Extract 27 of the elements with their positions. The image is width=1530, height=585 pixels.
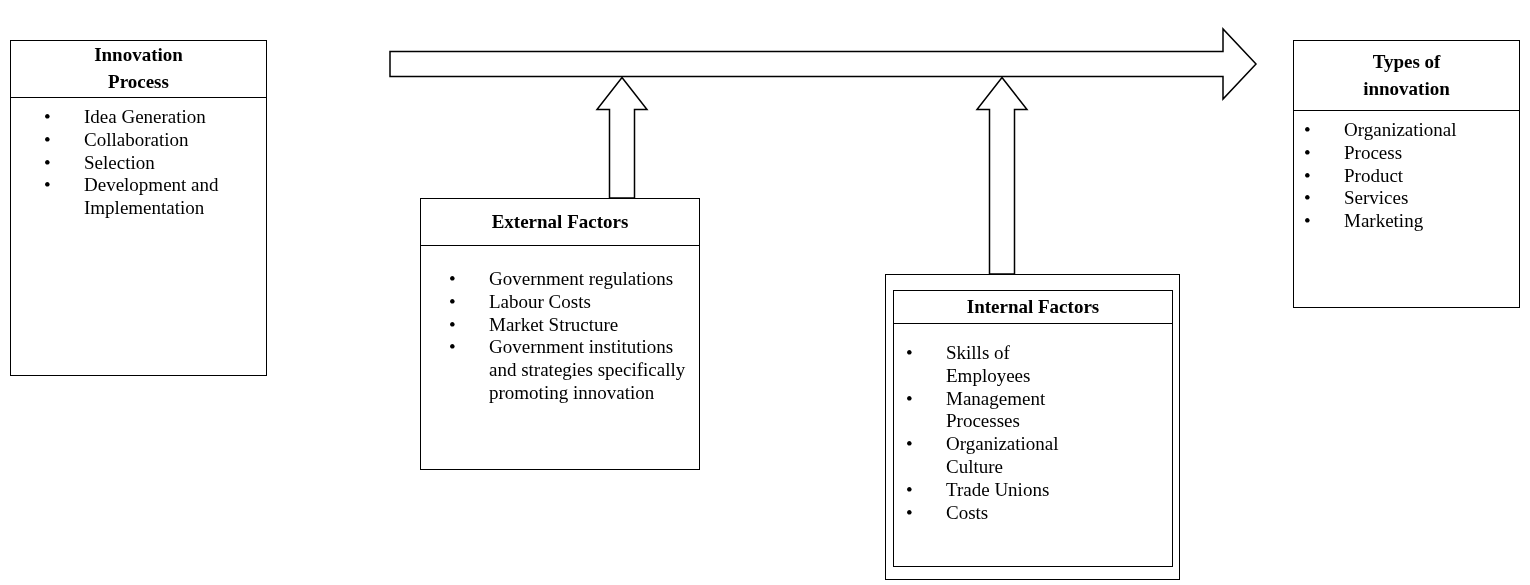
list-item: • Labour Costs (449, 290, 592, 314)
list-item: • Government institutions and strategies specifically promoting innovation (449, 336, 687, 405)
factor-box (10, 40, 267, 376)
block-arrow (595, 76, 649, 199)
factor-box (1293, 40, 1520, 308)
list-item: • Process (1304, 141, 1404, 165)
list-item: • Selection (44, 151, 156, 175)
list-item: • Management Processes (906, 387, 1047, 434)
list-item: • Services (1304, 187, 1410, 211)
factor-box (420, 198, 700, 470)
list-item: • Product (1304, 164, 1405, 188)
box-heading: Internal Factors (966, 294, 1100, 319)
list-item: • Development and Implementation (44, 174, 220, 220)
block-arrow (975, 76, 1029, 275)
list-item: • Government regulations (449, 268, 675, 291)
list-item: • Collaboration (44, 128, 190, 152)
box-heading: Innovation Process (93, 43, 184, 94)
list-item: • Costs (906, 501, 990, 525)
list-item: • Idea Generation (44, 106, 207, 129)
box-heading: Types of innovation (1362, 49, 1451, 101)
list-item: • Trade Unions (906, 478, 1051, 502)
list-item: • Organizational Culture (906, 433, 1060, 479)
list-item: • Marketing (1304, 210, 1425, 233)
box-heading: External Factors (491, 209, 629, 234)
list-item: • Organizational (1304, 119, 1458, 142)
list-item: • Skills of Employees (906, 342, 1032, 388)
list-item: • Market Structure (449, 313, 620, 337)
